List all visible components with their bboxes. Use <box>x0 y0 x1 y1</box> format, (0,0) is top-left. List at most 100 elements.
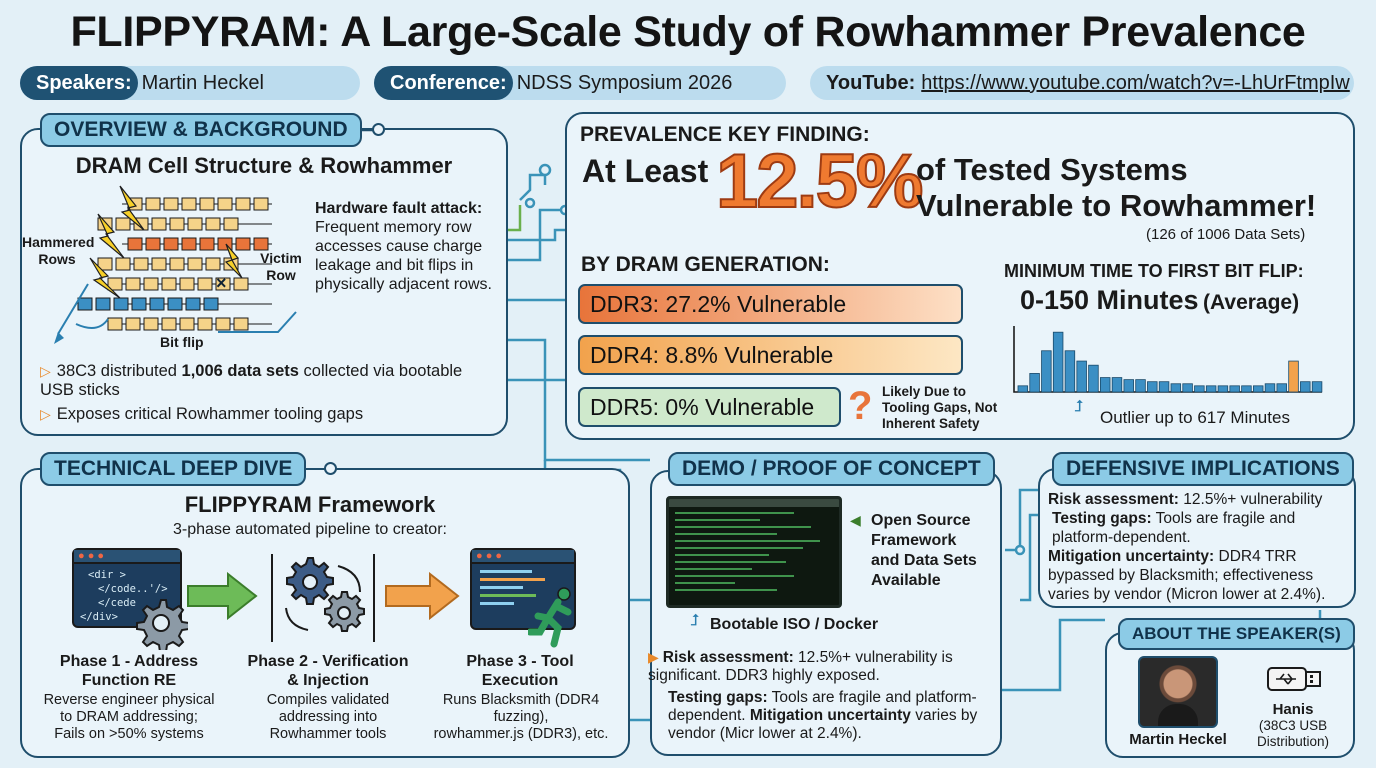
histogram-bar <box>1158 381 1170 393</box>
dram-cell <box>125 317 141 331</box>
question-mark-icon: ? <box>848 384 873 428</box>
dram-cell <box>145 237 161 251</box>
histogram-bar <box>1276 383 1287 393</box>
min-time-heading: MINIMUM TIME TO FIRST BIT FLIP: <box>1004 261 1304 281</box>
dram-cell <box>151 217 167 231</box>
dram-cell <box>151 257 167 271</box>
gear-icon <box>136 599 188 650</box>
speakers-pill: Speakers: Martin Heckel <box>20 66 360 100</box>
histogram-bar <box>1076 360 1087 393</box>
bullet1-pre: 38C3 distributed <box>56 362 182 380</box>
histogram-bar <box>1252 385 1264 393</box>
ddr5-bar: DDR5: 0% Vulnerable <box>578 387 841 427</box>
phase1-desc: Reverse engineer physical to DRAM addres… <box>43 692 215 742</box>
dram-cell <box>185 297 201 311</box>
conference-value: NDSS Symposium 2026 <box>516 71 733 94</box>
dram-cell <box>235 237 251 251</box>
dram-heading: DRAM Cell Structure & Rowhammer <box>75 153 453 178</box>
histogram-bar <box>1264 383 1276 393</box>
code-line: </div> <box>80 611 118 623</box>
overview-description-bold: Hardware fault attack: <box>315 200 483 217</box>
ddr3-bar: DDR3: 27.2% Vulnerable <box>578 284 963 324</box>
youtube-link[interactable]: https://www.youtube.com/watch?v=-LhUrFtm… <box>921 71 1350 94</box>
phase3-code-window: ● ● ● <box>470 548 576 630</box>
dram-cell <box>107 277 123 291</box>
code-line: <dir > <box>88 569 126 581</box>
histogram-bar <box>1241 385 1252 393</box>
dram-cell <box>115 217 131 231</box>
defensive-gaps-bold: Testing gaps: <box>1052 510 1152 527</box>
defensive-mit-bold: Mitigation uncertainty: <box>1048 548 1215 565</box>
usb-stick-icon <box>1267 667 1321 691</box>
min-time-line: 0-150 Minutes (Average) <box>1020 285 1299 316</box>
dram-cell-diagram <box>54 185 297 344</box>
histogram-bar <box>1205 385 1217 393</box>
histogram-bar <box>1064 350 1076 393</box>
demo-gaps: Testing gaps: Tools are fragile and plat… <box>668 689 998 743</box>
terminal-screenshot <box>666 496 842 608</box>
speakers-value: Martin Heckel <box>141 71 264 94</box>
dram-cell <box>149 297 165 311</box>
overview-bullet-2: ▷Exposes critical Rowhammer tooling gaps <box>40 405 500 424</box>
ddr5-note: Likely Due to Tooling Gaps, Not Inherent… <box>882 384 998 431</box>
tag-connector <box>360 128 374 132</box>
prevalence-at-least: At Least <box>582 153 709 189</box>
defensive-tag: DEFENSIVE IMPLICATIONS <box>1052 452 1354 486</box>
dram-cell <box>125 277 141 291</box>
defensive-gaps-text: Tools are fragile and platform-dependent… <box>1052 510 1296 546</box>
histogram-bar <box>1052 331 1064 393</box>
prevalence-panel <box>565 112 1355 440</box>
dram-cell <box>199 197 215 211</box>
prevalence-big-number: 12.5% <box>715 139 924 225</box>
dram-cell <box>223 217 239 231</box>
dram-cell <box>77 297 93 311</box>
histogram-bar <box>1300 381 1311 393</box>
ddr4-bar: DDR4: 8.8% Vulnerable <box>578 335 963 375</box>
phase3-desc: Runs Blacksmith (DDR4 fuzzing), rowhamme… <box>433 692 609 742</box>
histogram-bar <box>1229 385 1240 393</box>
deep-dive-tag-dot <box>324 462 337 475</box>
hammered-rows-label: Hammered Rows <box>22 234 95 267</box>
overview-description-text: Frequent memory row accesses cause charg… <box>315 219 492 293</box>
dram-cell <box>197 277 213 291</box>
dram-cell <box>187 217 203 231</box>
defensive-panel <box>1038 468 1356 608</box>
pointer-triangle-icon: ◀ <box>850 512 861 528</box>
min-time-avg: (Average) <box>1203 291 1300 314</box>
conference-label: Conference: <box>374 66 513 100</box>
dram-cell <box>181 197 197 211</box>
bit-flip-x-mark: × <box>216 273 227 293</box>
phase1-title: Phase 1 - Address Function RE <box>59 653 199 689</box>
prevalence-sub: (126 of 1006 Data Sets) <box>1146 226 1306 243</box>
histogram-bar <box>1135 379 1146 393</box>
demo-risk-text: 12.5%+ vulnerability is significant. DDR… <box>648 649 953 684</box>
generation-heading: BY DRAM GENERATION: <box>581 253 830 276</box>
dram-cell <box>115 257 131 271</box>
deep-dive-heading: FLIPPYRAM Framework <box>184 492 436 517</box>
dram-cell <box>233 317 249 331</box>
dram-cell <box>253 237 269 251</box>
bullet-triangle-icon: ▶ <box>648 649 659 665</box>
dram-cell <box>215 277 231 291</box>
prevalence-line-2: Vulnerable to Rowhammer! <box>916 188 1317 223</box>
demo-gaps-text: Tools are fragile and platform-dependent… <box>668 689 977 724</box>
dram-cell <box>253 197 269 211</box>
dram-cell <box>133 257 149 271</box>
dram-cell <box>169 217 185 231</box>
code-line: </code..'/> <box>98 583 168 595</box>
overview-tag: OVERVIEW & BACKGROUND <box>40 113 362 147</box>
page-title: FLIPPYRAM: A Large-Scale Study of Rowham… <box>70 8 1306 56</box>
speaker-name-1: Martin Heckel <box>1129 731 1227 748</box>
dram-cell <box>179 277 195 291</box>
deep-dive-tag: TECHNICAL DEEP DIVE <box>40 452 307 486</box>
bullet1-post: collected via bootable USB sticks <box>40 362 463 399</box>
histogram-bar <box>1217 385 1229 393</box>
dram-cell <box>187 257 203 271</box>
histogram-bar <box>1194 385 1205 393</box>
pointer-arrow-icon: ⮥ <box>690 612 700 629</box>
window-dots-icon: ● ● ● <box>472 550 574 564</box>
phase2-title: Phase 2 - Verification & Injection <box>247 653 409 689</box>
bullet-triangle-icon: ▷ <box>40 406 51 422</box>
outlier-arrow-icon: ⮥ <box>1074 398 1084 415</box>
bit-flip-histogram <box>1013 326 1323 393</box>
